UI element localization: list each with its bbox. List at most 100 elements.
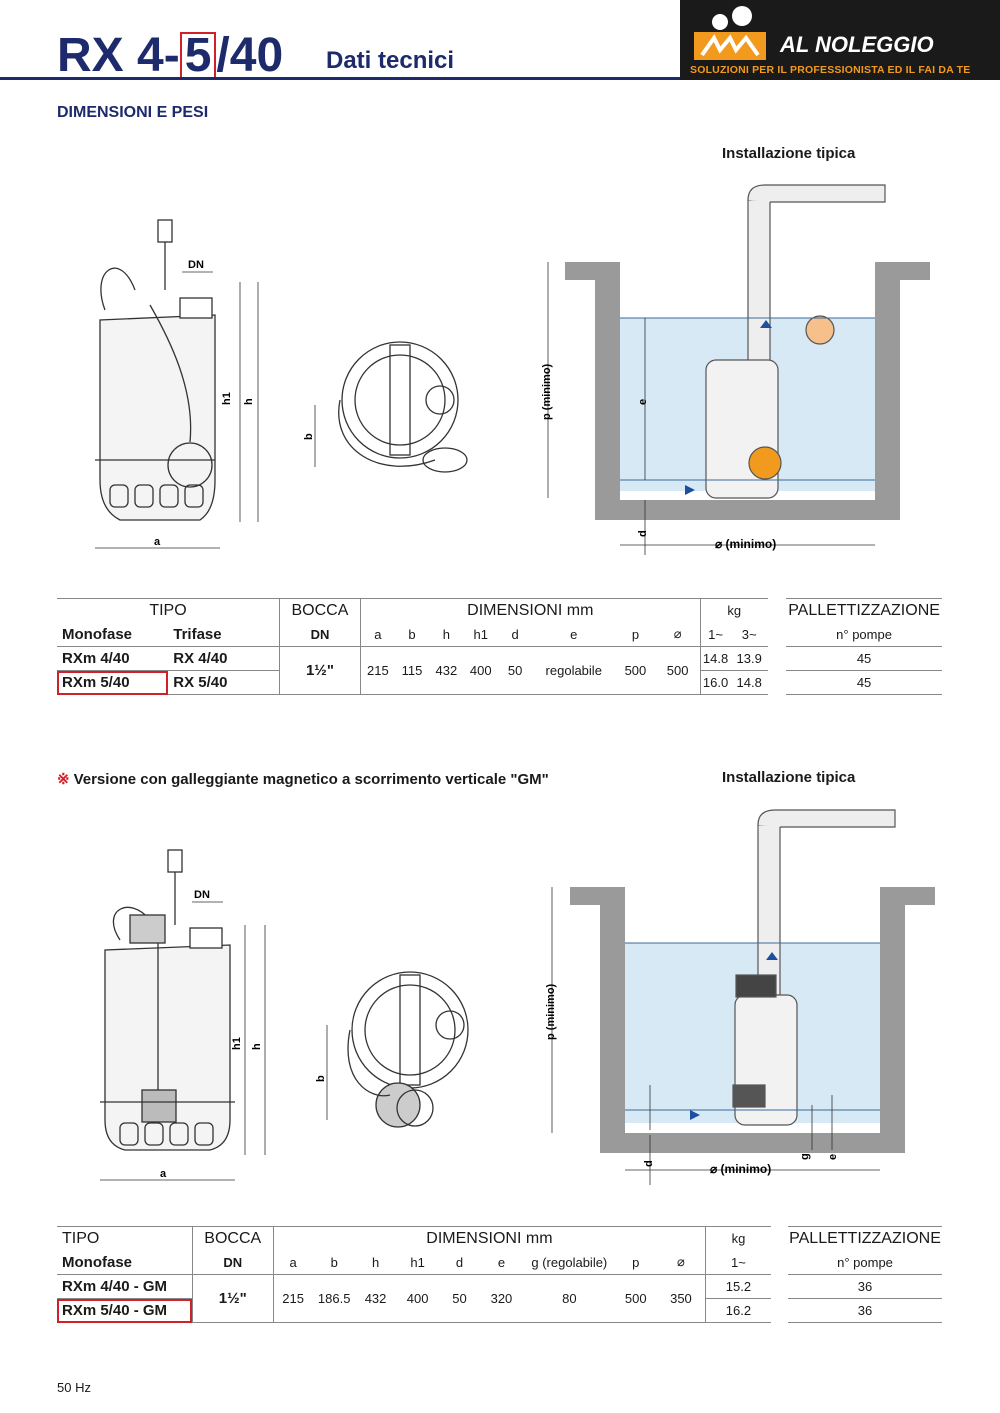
sub-kg: 1~ [699,622,731,647]
table-cell-dim: 215 [272,1274,313,1323]
brand-logo-name: AL NOLEGGIO [780,32,934,57]
dim-label-h: h [251,1043,263,1050]
model-prefix: RX 4- [57,29,180,82]
header-dimensions: DIMENSIONI mm [359,598,701,623]
table-cell-mono-highlighted: RXm 5/40 - GM [57,1298,193,1323]
table-cell-pallet: 36 [788,1298,942,1323]
table-cell-kg3: 14.8 [730,670,768,695]
note-mark: ※ [57,771,70,788]
model-suffix: /40 [216,29,284,82]
dim-label-h1: h1 [231,1037,243,1050]
sub-dim: h1 [395,1250,441,1275]
table-cell-dim: 432 [355,1274,396,1323]
dim-label-e: e [637,399,649,405]
table-cell-kg1: 14.8 [699,646,731,671]
table-cell-tri: RX 4/40 [168,646,280,671]
sub-dim: d [497,622,533,647]
sub-dim: p [615,622,656,647]
brand-logo [680,0,1000,80]
sub-dim: g (regolabile) [523,1250,615,1275]
sub-dim: b [394,622,430,647]
sub-pallet: n° pompe [786,622,942,647]
sub-dim: d [440,1250,479,1275]
table-cell-dim: 186.5 [312,1274,356,1323]
table-cell-dim: 400 [463,646,498,695]
pump-gm-top-view-drawing: b [315,971,469,1128]
sub-dim: h [355,1250,396,1275]
table-cell-kg1: 16.2 [705,1298,771,1323]
table-cell-dim: 115 [394,646,430,695]
dim-label-b: b [303,433,315,440]
header-kg: kg [699,598,768,623]
dimensions-table: TIPO BOCCA DIMENSIONI mm kg PALLETTIZZAZ… [57,598,942,695]
dim-label-d: d [643,1160,655,1167]
dim-label-e: e [827,1154,839,1160]
section-heading-dimensions: DIMENSIONI E PESI [57,104,209,121]
table-cell-dim: 350 [656,1274,706,1323]
table-cell-dim: 80 [523,1274,615,1323]
table-cell-dim: 500 [655,646,701,695]
header-bocca: BOCCA [191,1226,274,1251]
page-subtitle: Dati tecnici [326,47,455,74]
header-rule [0,77,680,80]
sub-dim: ⌀ [656,1250,706,1275]
sub-dim: b [312,1250,356,1275]
table-cell-dim: 320 [478,1274,524,1323]
table-cell-mono: RXm 4/40 - GM [57,1274,193,1299]
section-heading-gm: ※Versione con galleggiante magnetico a s… [57,770,549,788]
table-cell-pallet: 45 [786,670,942,695]
header-bocca: BOCCA [279,598,361,623]
sub-dim: p [614,1250,657,1275]
sub-trifase: Trifase [168,622,280,647]
model-boxed-digit: 5 [179,32,217,80]
page-title: RX 4-5/40 [57,28,283,83]
brand-tagline: SOLUZIONI PER IL PROFESSIONISTA ED IL FA… [690,64,971,76]
table-cell-mono: RXm 4/40 [57,646,169,671]
installation-gm-diagram: p (minimo) d g e ⌀ (minimo) [545,809,935,1185]
sub-dim: a [359,622,395,647]
sub-kg: 1~ [705,1250,771,1275]
table-cell-tri: RX 5/40 [168,670,280,695]
sub-dim: a [272,1250,313,1275]
table-cell-kg3: 13.9 [730,646,768,671]
dim-label-h1: h1 [221,392,233,405]
pump-side-drawing: DN h1 h a [95,219,259,549]
dim-label-a: a [160,1168,167,1180]
dim-label-b: b [315,1075,327,1082]
sub-dim: h1 [463,622,498,647]
sub-monofase: Monofase [57,622,169,647]
installation-label: Installazione tipica [722,145,856,162]
dim-label-p: p (minimo) [541,363,553,420]
sub-dim: ⌀ [655,622,701,647]
table-cell-dim: 50 [497,646,533,695]
footer-frequency: 50 Hz [57,1380,91,1395]
dim-label-p: p (minimo) [545,983,557,1040]
table-cell-kg1: 16.0 [699,670,731,695]
dim-label-diameter: ⌀ (minimo) [710,1162,771,1176]
dim-label-diameter: ⌀ (minimo) [715,537,776,551]
dim-label-dn: DN [194,889,210,901]
header-tipo: TIPO [57,1226,193,1251]
dim-label-g: g [799,1153,811,1160]
dim-label-d: d [637,530,649,537]
header-tipo: TIPO [57,598,280,623]
installation-label: Installazione tipica [722,769,856,786]
installation-diagram: p (minimo) e d ⌀ (minimo) [541,184,930,555]
table-cell-dim: 50 [440,1274,479,1323]
sub-dn: DN [279,622,361,647]
sub-dim: h [429,622,464,647]
table-cell-dim: regolabile [532,646,616,695]
header-dimensions: DIMENSIONI mm [272,1226,706,1251]
table-cell-bocca: 1½" [191,1274,274,1323]
sub-dim: e [478,1250,524,1275]
table-cell-dim: 215 [359,646,395,695]
pump-top-view-drawing: b [303,341,468,473]
dim-label-a: a [154,536,161,548]
table-cell-bocca: 1½" [279,646,361,695]
sub-dn: DN [191,1250,274,1275]
table-cell-mono-highlighted: RXm 5/40 [57,670,169,695]
pump-gm-side-drawing: DN h1 h a [100,849,266,1181]
header-kg: kg [705,1226,771,1251]
brand-logo-graphic [694,6,766,60]
dim-label-h: h [243,398,255,405]
